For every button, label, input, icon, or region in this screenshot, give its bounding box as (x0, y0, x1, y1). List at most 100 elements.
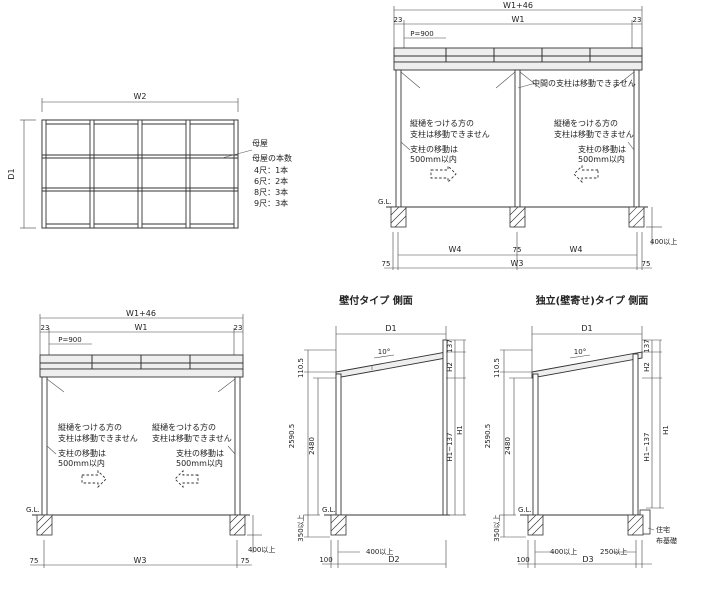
plan-purlin-count-4: 4尺：1本 (254, 165, 288, 175)
fb-w1-label: W1 (135, 323, 148, 332)
front-view-bottom: W1+46 W1 23 23 P=900 G.L. 400以上 (26, 309, 275, 568)
ft-post-center (514, 69, 521, 208)
sw-post (335, 373, 342, 516)
fb-main-beam (39, 368, 244, 378)
sf-dim-2590: 2590.5 (484, 424, 492, 449)
ft-gutter-note-2: 支柱は移動できません (410, 129, 490, 139)
sf-dim-400: 400以上 (550, 547, 577, 556)
fb-move-note-2: 500mm以内 (58, 458, 105, 468)
ft-w4-right: W4 (570, 245, 583, 254)
ft-w3: W3 (511, 259, 524, 268)
sf-dim-100: 100 (516, 556, 529, 564)
fb-outer-right: 75 (241, 557, 250, 565)
fb-side-right: 23 (234, 324, 243, 332)
sf-dim-110: 110.5 (493, 358, 501, 378)
ft-center-post-note: 中間の支柱は移動できません (532, 78, 636, 88)
fb-move-note-r1: 支柱の移動は (176, 448, 224, 458)
sw-dim-2590: 2590.5 (288, 424, 296, 449)
fb-move-note-1: 支柱の移動は (58, 448, 106, 458)
ft-mid-75: 75 (513, 246, 522, 254)
plan-rafters (41, 119, 239, 229)
ft-side-right: 23 (633, 16, 642, 24)
sw-dim-350: 350以上 (296, 514, 305, 541)
sw-dim-2480: 2480 (308, 437, 316, 455)
sw-angle: 10° (378, 348, 390, 356)
ft-move-note-r2: 500mm以内 (578, 154, 625, 164)
ft-gutter-note-r2: 支柱は移動できません (554, 129, 634, 139)
sf-post-rear (632, 353, 639, 516)
ft-depth-label: 400以上 (650, 237, 677, 246)
ft-foundations (390, 206, 645, 228)
fb-gutter-note-2: 支柱は移動できません (58, 433, 138, 443)
ft-move-note-1: 支柱の移動は (410, 144, 458, 154)
ft-w1-plus-label: W1+46 (503, 1, 533, 10)
fb-post-left (41, 376, 48, 516)
ft-move-note-2: 500mm以内 (410, 154, 457, 164)
fb-outer-left: 75 (30, 557, 39, 565)
ft-pitch-label: P=900 (410, 30, 433, 38)
plan-purlin-title: 母屋 (252, 139, 268, 148)
sf-gl-label: G.L. (518, 506, 532, 514)
plan-w2-label: W2 (134, 92, 147, 101)
fb-move-arrow-right (174, 469, 199, 489)
ft-move-note-r1: 支柱の移動は (578, 144, 626, 154)
fb-side-left: 23 (41, 324, 50, 332)
fb-move-note-r2: 500mm以内 (176, 458, 223, 468)
fb-w3: W3 (134, 556, 147, 565)
sf-dim-137: 137 (643, 339, 651, 352)
ft-w1-label: W1 (512, 15, 525, 24)
ft-outer-right: 75 (642, 260, 651, 268)
sf-d3: D3 (582, 555, 593, 564)
ft-roof-panel (393, 47, 643, 63)
sw-h1: H1 (456, 425, 464, 435)
fb-gutter-note-r2: 支柱は移動できません (152, 433, 232, 443)
sf-roof-slope (531, 351, 643, 379)
ft-gutter-note-1: 縦樋をつける方の (410, 118, 474, 128)
sf-dim-2480: 2480 (504, 437, 512, 455)
fb-move-arrow-left (81, 469, 107, 489)
sf-h2: H2 (643, 362, 651, 372)
sf-title: 独立(壁寄せ)タイプ 側面 (536, 294, 649, 307)
ft-move-arrow-left (430, 164, 457, 184)
plan-view: W2 D1 母屋 母屋の本数 4尺：1本 6尺：2本 8尺：3本 (7, 92, 292, 229)
sf-house-label-2: 布基礎 (656, 536, 677, 545)
sw-d2: D2 (388, 555, 399, 564)
side-view-free: 独立(壁寄せ)タイプ 側面 D1 10° G.L. 住宅 布基礎 (484, 294, 677, 568)
ft-side-left: 23 (394, 16, 403, 24)
ft-move-arrow-right (573, 164, 599, 184)
plan-purlin-count-8: 8尺：3本 (254, 187, 288, 197)
sf-post-front (532, 373, 539, 516)
plan-d1-label: D1 (7, 168, 16, 179)
ft-w4-left: W4 (449, 245, 462, 254)
fb-gutter-note-r1: 縦樋をつける方の (152, 422, 216, 432)
ft-post-left (395, 69, 402, 208)
sw-title: 壁付タイプ 側面 (339, 294, 412, 307)
sf-dim-350: 350以上 (492, 514, 501, 541)
sf-d1-label: D1 (581, 324, 592, 333)
sw-h1-minus: H1−137 (446, 433, 454, 462)
ft-outer-left: 75 (382, 260, 391, 268)
sw-roof-slope (335, 351, 447, 379)
fb-w1-plus-label: W1+46 (126, 309, 156, 318)
sw-dim-110: 110.5 (297, 358, 305, 378)
fb-gutter-note-1: 縦樋をつける方の (58, 422, 122, 432)
ft-post-right (633, 69, 640, 208)
sf-angle: 10° (574, 348, 586, 356)
plan-purlin-count-title: 母屋の本数 (252, 153, 292, 163)
fb-foundations (36, 514, 246, 536)
sf-h1-minus: H1−137 (643, 433, 651, 462)
sw-gl-label: G.L. (322, 506, 336, 514)
plan-purlin-count-6: 6尺：2本 (254, 176, 288, 186)
ft-gutter-note-r1: 縦樋をつける方の (554, 118, 618, 128)
side-view-wall: 壁付タイプ 側面 D1 10° G.L. 110.5 25 (288, 294, 466, 568)
sf-dim-250: 250以上 (600, 547, 627, 556)
plan-purlins (42, 154, 238, 192)
sw-dim-400: 400以上 (366, 547, 393, 556)
fb-depth-label: 400以上 (248, 545, 275, 554)
sw-dim-137: 137 (446, 339, 454, 352)
sw-dim-100: 100 (319, 556, 332, 564)
plan-purlin-count-9: 9尺：3本 (254, 198, 288, 208)
fb-post-right (234, 376, 241, 516)
